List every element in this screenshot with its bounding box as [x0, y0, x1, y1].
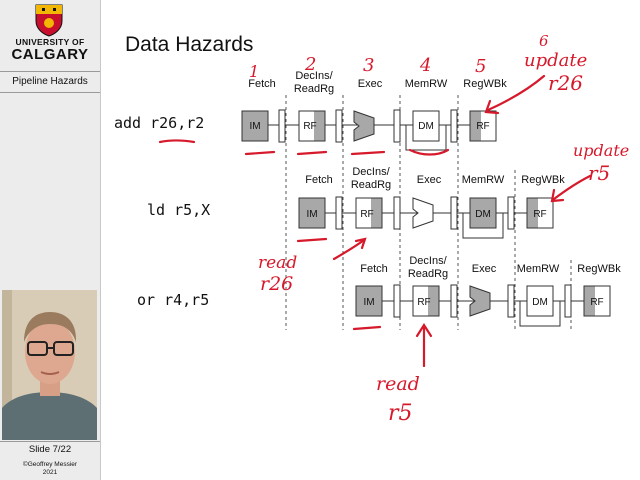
- stage-label-decode: DecIns/ReadRg: [286, 70, 342, 96]
- unit-labels: IM RF DM RF IM RF DM RF IM RF DM RF: [249, 121, 603, 308]
- underline-r26: [158, 139, 196, 144]
- annotation-update-r26-reg: r26: [548, 71, 583, 95]
- section-title: Pipeline Hazards: [12, 76, 88, 87]
- unit-label-im: IM: [363, 297, 374, 308]
- university-name-line1: UNIVERSITY OF: [15, 37, 85, 47]
- stage-boundaries: [285, 95, 572, 330]
- pipeline-register: [507, 196, 515, 230]
- alu-unit: [353, 110, 375, 142]
- im-unit: [241, 110, 269, 142]
- pipeline-row-add: [241, 109, 497, 151]
- stage-number-1: 1: [249, 62, 259, 81]
- unit-label-im: IM: [249, 121, 260, 132]
- im-unit: [298, 197, 326, 229]
- pipeline-register: [564, 284, 572, 318]
- annotation-update-r26-word: update: [524, 50, 587, 71]
- university-name-line2: CALGARY: [11, 46, 89, 63]
- annotation-strokes: [158, 74, 592, 368]
- university-crest-icon: [35, 4, 63, 37]
- stage-label-decode-line2: ReadRg: [350, 179, 392, 191]
- unit-label-rf: RF: [590, 297, 603, 308]
- stage-label-decode-line1: DecIns/: [295, 70, 333, 82]
- pipeline-register: [278, 109, 286, 143]
- stage-number-5: 5: [475, 56, 486, 77]
- alu-unit: [412, 197, 434, 229]
- sidebar-divider: [0, 92, 100, 93]
- arrow-update-r5: [552, 174, 592, 201]
- pipeline-register: [450, 284, 458, 318]
- stage-label-exec: Exec: [416, 174, 442, 186]
- stage-number-3: 3: [363, 55, 374, 76]
- pipeline-register: [335, 109, 343, 143]
- copyright: ©Geoffrey Messier 2021: [0, 461, 100, 477]
- stage-label-decode-line1: DecIns/: [352, 166, 390, 178]
- unit-label-rf: RF: [533, 209, 546, 220]
- unit-label-rf: RF: [417, 297, 430, 308]
- slide-title: Data Hazards: [125, 33, 254, 56]
- pipeline-register: [393, 109, 401, 143]
- dm-unit: [412, 110, 440, 142]
- stage-label-decode-line1: DecIns/: [409, 255, 447, 267]
- unit-label-im: IM: [306, 209, 317, 220]
- copyright-author: ©Geoffrey Messier: [22, 461, 78, 468]
- annotation-update-r5-reg: r5: [588, 161, 610, 185]
- pipeline-register: [335, 196, 343, 230]
- pipeline-row-ld: [298, 196, 554, 239]
- presenter-image: [2, 290, 97, 440]
- copyright-year: 2021: [42, 469, 58, 476]
- stage-label-wb: RegWBk: [521, 174, 565, 186]
- stage-label-wb: RegWBk: [577, 263, 621, 275]
- pipeline-register: [450, 109, 458, 143]
- annotation-read-r5-reg: r5: [388, 401, 413, 426]
- stage-label-fetch: Fetch: [360, 263, 388, 275]
- unit-label-rf: RF: [360, 209, 373, 220]
- annotation-read-r5-word: read: [376, 373, 420, 395]
- stage-number-2: 2: [304, 54, 316, 75]
- stage-label-wb: RegWBk: [463, 78, 507, 90]
- stage-number-6: 6: [539, 32, 549, 50]
- sidebar-divider: [0, 71, 100, 72]
- annotation-update-r5-word: update: [573, 141, 629, 160]
- pipeline-register: [450, 196, 458, 230]
- slide-number: Slide 7/22: [28, 444, 72, 455]
- stage-label-decode-line2: ReadRg: [407, 268, 449, 280]
- arrow-update-r26: [486, 74, 546, 112]
- pipeline-row-or: [355, 284, 611, 327]
- stage-label-mem: MemRW: [404, 78, 448, 90]
- stage-label-exec: Exec: [471, 263, 497, 275]
- sidebar-divider: [0, 441, 100, 442]
- stage-label-fetch: Fetch: [305, 174, 333, 186]
- dm-unit: [526, 285, 554, 317]
- arrow-read-r26: [332, 238, 366, 261]
- dm-unit: [469, 197, 497, 229]
- unit-label-rf: RF: [303, 121, 316, 132]
- stage-label-decode-line2: ReadRg: [293, 83, 335, 95]
- pipeline-register: [393, 196, 401, 230]
- stage-number-4: 4: [419, 55, 431, 76]
- pipeline-register: [393, 284, 401, 318]
- unit-label-dm: DM: [532, 297, 548, 308]
- stage-label-fetch: Fetch: [248, 78, 276, 90]
- unit-label-dm: DM: [475, 209, 491, 220]
- stage-label-decode: DecIns/ReadRg: [400, 255, 456, 281]
- alu-unit: [469, 285, 491, 317]
- im-unit: [355, 285, 383, 317]
- stage-label-exec: Exec: [357, 78, 383, 90]
- instruction-ld: ld r5,X: [147, 201, 211, 219]
- presenter-webcam: [2, 290, 97, 440]
- annotation-text: 1 2 3 4 5 6 update r26 update r5 read r2…: [249, 32, 629, 426]
- pipeline-register: [507, 284, 515, 318]
- annotation-read-r26-reg: r26: [260, 273, 293, 295]
- annotation-read-r26-word: read: [258, 253, 297, 273]
- stage-label-mem: MemRW: [461, 174, 505, 186]
- instruction-or: or r4,r5: [137, 291, 210, 309]
- instruction-add: add r26,r2: [114, 114, 205, 132]
- stage-label-mem: MemRW: [516, 263, 560, 275]
- sidebar: UNIVERSITY OF CALGARY Pipeline Hazards S…: [0, 0, 101, 480]
- unit-label-dm: DM: [418, 121, 434, 132]
- unit-label-rf: RF: [476, 121, 489, 132]
- stage-label-decode: DecIns/ReadRg: [343, 166, 399, 192]
